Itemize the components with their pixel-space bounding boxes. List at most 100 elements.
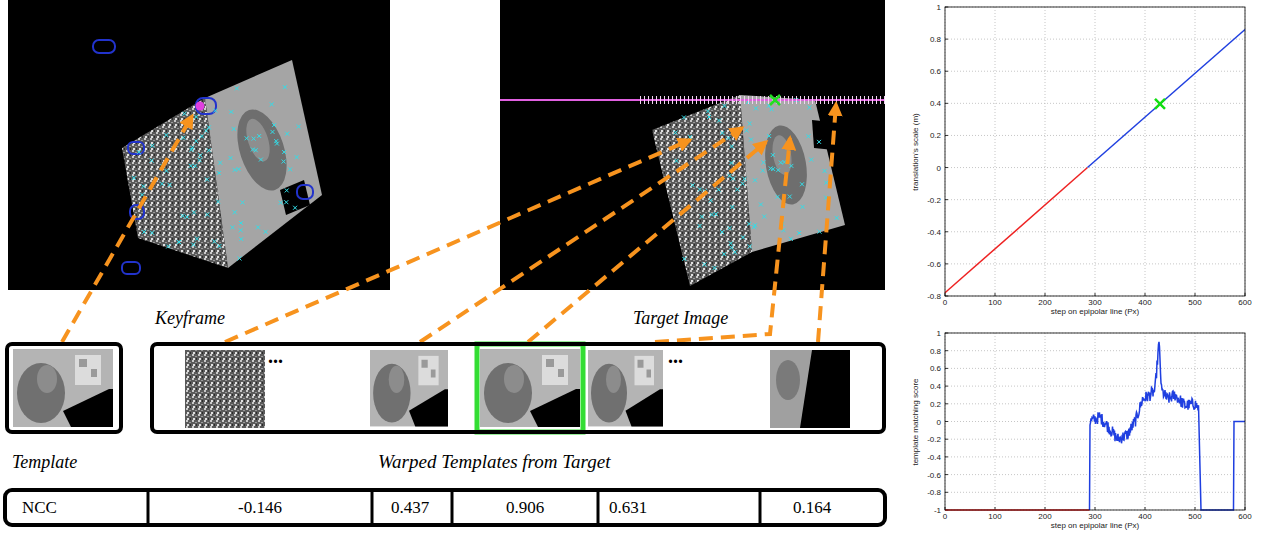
ear-picture	[228, 103, 296, 196]
tick-label: 500	[1188, 298, 1201, 307]
feature-mark	[205, 213, 209, 217]
tick-label: 400	[1138, 512, 1151, 521]
feature-mark	[691, 183, 695, 187]
grid-line	[945, 135, 1245, 136]
warped-thumbnail	[480, 349, 580, 427]
feature-mark	[185, 215, 189, 219]
feature-mark	[753, 223, 757, 227]
feature-mark	[207, 148, 211, 152]
grid-line	[945, 103, 1245, 104]
feature-mark	[801, 205, 805, 209]
feature-mark	[710, 213, 714, 217]
feature-mark	[748, 122, 752, 126]
feature-mark	[282, 150, 286, 154]
tick-mark	[945, 386, 948, 387]
tick-mark	[945, 403, 948, 404]
feature-mark	[168, 183, 172, 187]
feature-mark	[720, 131, 724, 135]
feature-mark	[213, 109, 217, 113]
feature-mark	[150, 159, 154, 163]
target-image: Target Image	[500, 0, 885, 290]
keyframe-picture	[8, 0, 390, 290]
axis-title: translation's scale (m)	[911, 113, 920, 191]
grid-line	[995, 333, 996, 510]
ellipsis: ...	[268, 346, 283, 366]
feature-mark	[707, 115, 711, 119]
plot-panel	[945, 333, 1245, 510]
table-cell: -0.146	[238, 498, 282, 518]
warped-thumbnail	[185, 350, 265, 428]
plot-ground	[945, 7, 1245, 296]
feature-mark	[789, 237, 793, 241]
plot-ground	[945, 333, 1245, 510]
tick-label: 300	[1088, 512, 1101, 521]
tick-label: 300	[1088, 298, 1101, 307]
feature-mark	[754, 106, 758, 110]
warped-thumbnail	[770, 350, 850, 428]
feature-mark	[239, 221, 243, 225]
feature-mark	[807, 105, 811, 109]
feature-mark	[235, 86, 239, 90]
feature-mark	[759, 202, 763, 206]
tick-label: 0.2	[930, 399, 941, 408]
grid-line	[1145, 333, 1146, 510]
table-outline	[5, 490, 885, 525]
feature-mark	[200, 134, 204, 138]
feature-mark	[212, 239, 216, 243]
selected-point	[196, 102, 205, 111]
feature-ellipse	[93, 40, 313, 274]
warped-thumbnail	[588, 350, 663, 426]
feature-mark	[698, 187, 702, 191]
feature-mark	[271, 130, 275, 134]
feature-ellipse	[128, 142, 144, 154]
feature-mark	[285, 132, 289, 136]
tick-label: 0.2	[930, 131, 941, 140]
cube-face	[652, 95, 752, 286]
feature-mark	[218, 161, 222, 165]
feature-mark	[673, 131, 677, 135]
data-line	[945, 168, 1088, 293]
feature-mark	[741, 235, 745, 239]
feature-mark	[806, 134, 810, 138]
feature-mark	[770, 107, 774, 111]
feature-mark	[166, 244, 170, 248]
table-divider	[148, 490, 760, 525]
feature-mark	[233, 168, 237, 172]
feature-mark	[824, 181, 828, 185]
tick-label: -0.8	[927, 292, 941, 301]
grid-line	[945, 199, 1245, 200]
tick-label: 500	[1188, 512, 1201, 521]
tick-label: 100	[988, 298, 1001, 307]
feature-mark	[256, 225, 260, 229]
tick-mark	[945, 263, 948, 264]
feature-mark	[771, 153, 775, 157]
feature-mark	[164, 169, 168, 173]
plot-panel	[945, 7, 1245, 296]
feature-mark	[216, 200, 220, 204]
tick-mark	[1095, 507, 1096, 510]
feature-mark	[259, 158, 263, 162]
match-arrow	[225, 140, 690, 342]
feature-mark	[198, 153, 202, 157]
tick-mark	[1095, 293, 1096, 296]
tick-mark	[1195, 293, 1196, 296]
score-table	[5, 490, 885, 525]
epipolar-samples	[640, 96, 885, 104]
feature-mark	[817, 140, 821, 144]
feature-mark	[720, 230, 724, 234]
keyframe-image: Keyframe	[8, 0, 390, 290]
feature-mark	[195, 237, 199, 241]
feature-mark	[293, 206, 297, 210]
tick-mark	[945, 474, 948, 475]
warped-thumbnail	[770, 350, 850, 428]
feature-mark	[192, 210, 196, 214]
feature-mark	[270, 102, 274, 106]
warped-thumbnail	[776, 360, 800, 400]
feature-mark	[160, 182, 164, 186]
feature-mark	[217, 244, 221, 248]
cube-face	[205, 60, 322, 268]
feature-mark	[761, 160, 765, 164]
feature-mark	[229, 110, 233, 114]
tick-label: 1	[937, 3, 941, 12]
